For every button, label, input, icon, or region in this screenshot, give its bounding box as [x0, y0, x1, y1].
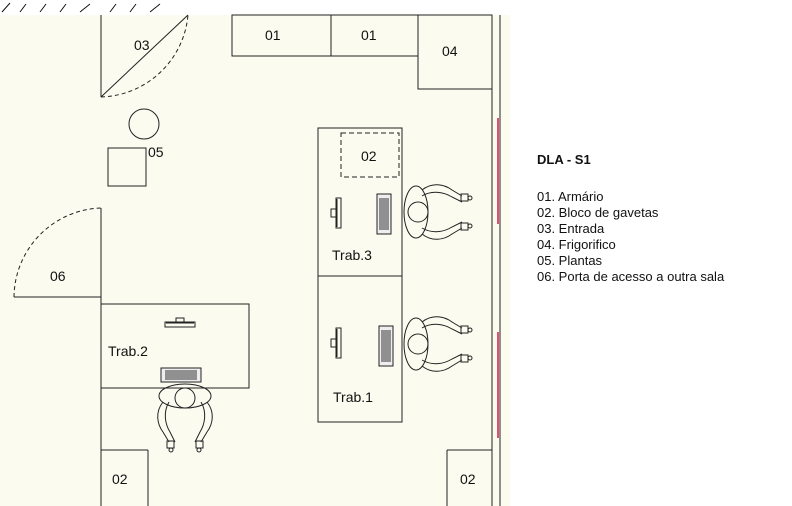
corner-box-right [446, 449, 492, 506]
room-walls [100, 15, 501, 506]
desk-trab1 [317, 275, 403, 423]
legend-item: 01. Armário [537, 189, 604, 204]
room-floor [0, 15, 510, 506]
label-gavetas: 02 [361, 148, 377, 164]
label-frigorifico: 04 [442, 43, 458, 59]
label-trab2: Trab.2 [108, 343, 148, 359]
keyboard-trab2 [160, 367, 202, 383]
legend-title: DLA - S1 [537, 152, 591, 167]
desk-trab2 [100, 303, 250, 389]
label-armario-b: 01 [361, 27, 377, 43]
legend-item: 05. Plantas [537, 253, 603, 268]
access-door [13, 207, 102, 298]
legend-item: 02. Bloco de gavetas [537, 205, 659, 220]
label-plantas: 05 [148, 144, 164, 160]
legend-item: 04. Frigorifico [537, 237, 616, 252]
bloco-gavetas [340, 132, 400, 178]
frigorifico [417, 14, 493, 90]
planta-box [107, 147, 147, 187]
label-armario-a: 01 [265, 27, 281, 43]
entrance-door [100, 14, 189, 98]
corner-box-left [101, 449, 149, 506]
label-trab3: Trab.3 [332, 247, 372, 263]
label-trab1: Trab.1 [333, 389, 373, 405]
label-entrada: 03 [134, 37, 150, 53]
label-porta: 06 [50, 268, 66, 284]
legend-item: 03. Entrada [537, 221, 605, 236]
label-canto-esq: 02 [112, 471, 128, 487]
legend-list: 01. Armário 02. Bloco de gavetas 03. Ent… [537, 189, 724, 285]
label-canto-dir: 02 [460, 471, 476, 487]
legend-item: 06. Porta de acesso a outra sala [537, 269, 725, 284]
monitor-trab2 [164, 317, 196, 328]
planta-circle [128, 108, 160, 140]
